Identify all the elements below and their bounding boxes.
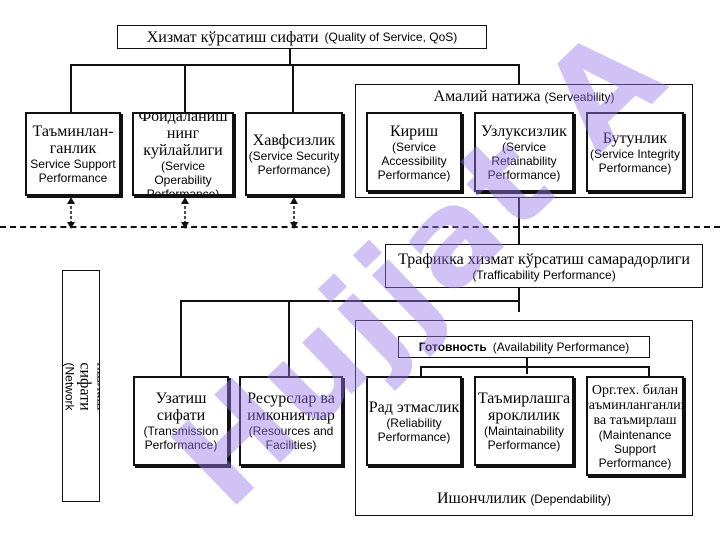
connector bbox=[184, 64, 186, 112]
connector bbox=[292, 64, 294, 112]
connector bbox=[648, 366, 650, 376]
serveability-title: Амалий натижа (Serveability) bbox=[433, 88, 615, 105]
qos-np-boundary bbox=[0, 226, 720, 228]
accessibility-box: Кириш (Service Accessibility Performance… bbox=[366, 112, 462, 192]
qos-title: Хизмат кўрсатиш сифати bbox=[146, 28, 319, 46]
qos-subtitle: (Quality of Service, QoS) bbox=[324, 30, 458, 44]
network-performance-title: Тармокни ишлаш сифати bbox=[76, 361, 100, 411]
network-performance-label-box: Тармокни ишлаш сифати (Network Performan… bbox=[62, 270, 100, 502]
service-support-box: Таъминлан-ганлик Service Support Perform… bbox=[25, 112, 121, 196]
service-operability-box: Фойдаланиш нинг куйлайлиги (Service Oper… bbox=[132, 112, 234, 196]
connector bbox=[180, 300, 182, 376]
connector bbox=[288, 300, 290, 376]
maintainability-box: Таъмирлашга яроклилик (Maintainability P… bbox=[474, 376, 574, 466]
transmission-box: Узатиш сифати (Transmission Performance) bbox=[133, 376, 229, 466]
serveability-frame bbox=[355, 84, 693, 198]
connector bbox=[518, 198, 520, 244]
connector bbox=[420, 366, 422, 376]
trafficability-box: Трафикка хизмат кўрсатиш самарадорлиги (… bbox=[385, 244, 703, 288]
connector bbox=[289, 47, 291, 65]
integrity-box: Бутунлик (Service Integrity Performance) bbox=[586, 112, 684, 192]
qos-box: Хизмат кўрсатиш сифати (Quality of Servi… bbox=[117, 25, 487, 49]
resources-box: Ресурслар ва имкониятлар (Resources and … bbox=[239, 376, 343, 466]
dependability-title: Ишончлилик (Dependability) bbox=[436, 490, 612, 507]
dependability-frame bbox=[355, 320, 693, 516]
service-security-box: Хавфсизлик (Service Security Performance… bbox=[245, 112, 343, 196]
bidirectional-arrow-icon bbox=[67, 197, 75, 229]
connector bbox=[70, 64, 520, 66]
maintenance-support-box: Орг.тех. билан таъминланганлик ва таъмир… bbox=[586, 376, 684, 476]
connector bbox=[180, 300, 520, 302]
connector bbox=[518, 64, 520, 84]
reliability-box: Рад этмаслик (Reliability Performance) bbox=[366, 376, 462, 466]
availability-box: Готовность (Availability Performance) bbox=[398, 336, 650, 358]
retainability-box: Узлуксизлик (Service Retainability Perfo… bbox=[474, 112, 574, 192]
bidirectional-arrow-icon bbox=[290, 197, 298, 229]
connector bbox=[420, 366, 650, 368]
network-performance-subtitle: (Network Performance, NP) bbox=[62, 361, 77, 410]
connector bbox=[70, 64, 72, 112]
bidirectional-arrow-icon bbox=[181, 197, 189, 229]
